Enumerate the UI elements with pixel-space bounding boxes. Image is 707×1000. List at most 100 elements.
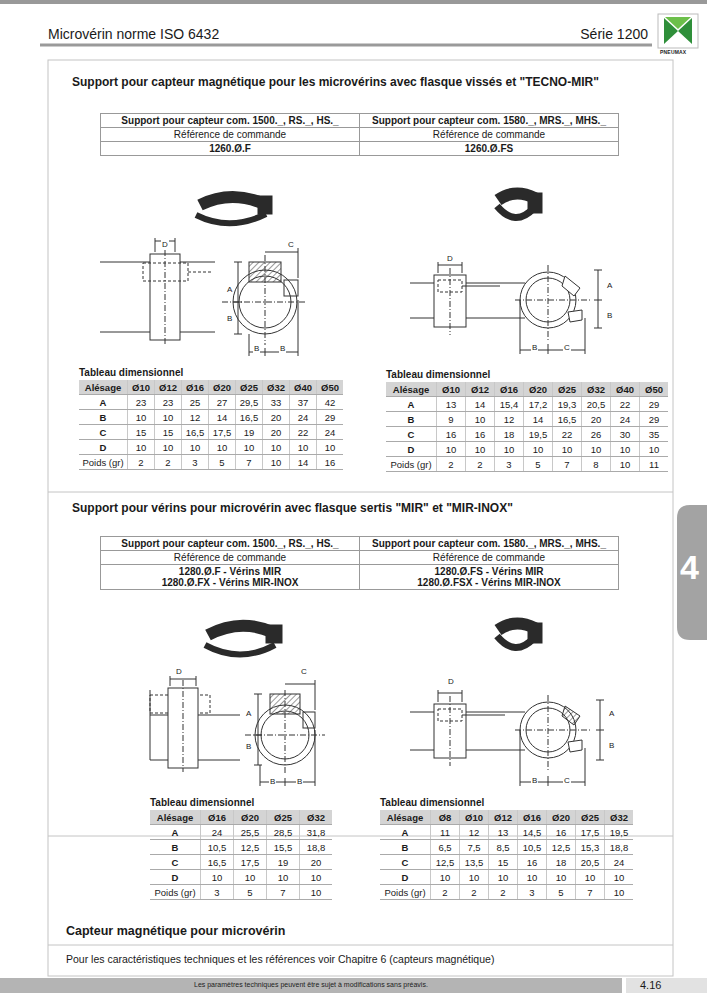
table-cell: Ø32 xyxy=(605,810,634,825)
table-cell: Ø50 xyxy=(317,380,344,395)
table-cell: 12 xyxy=(460,825,489,840)
table-cell-text: Support pour capteur com. 1500._, RS._, … xyxy=(105,538,355,549)
table-cell-text: Support pour capteur com. 1500._, RS._, … xyxy=(105,115,355,126)
table-cell: 24 xyxy=(201,825,234,840)
table-cell: 16,5 xyxy=(201,855,234,870)
dimension-table: AlésageØ16Ø20Ø25Ø32A2425,528,531,8B10,51… xyxy=(150,810,332,900)
table-cell: 16 xyxy=(547,825,576,840)
table-cell: 10 xyxy=(466,412,495,427)
table-cell-text: Référence de commande xyxy=(105,129,355,140)
table-cell: 19 xyxy=(267,855,300,870)
table-cell: Ø16 xyxy=(518,810,547,825)
table-cell: 22 xyxy=(611,397,640,412)
table-cell: 15 xyxy=(489,855,518,870)
table-cell: 12,5 xyxy=(431,855,460,870)
dimension-letter: C xyxy=(563,343,571,352)
dimension-letter: A xyxy=(606,281,613,290)
dimension-letter: B xyxy=(279,344,286,353)
table-cell-text: Référence de commande xyxy=(364,129,614,140)
table-cell: 10 xyxy=(431,870,460,885)
logo-text: PNEUMAX xyxy=(660,50,686,56)
table-cell: Ø12 xyxy=(155,380,182,395)
table-cell: A xyxy=(150,825,201,840)
table-cell: 16,5 xyxy=(236,410,263,425)
table-cell: 24 xyxy=(290,410,317,425)
table-cell: 10 xyxy=(495,442,524,457)
table-cell: D xyxy=(150,870,201,885)
table-cell: Ø16 xyxy=(182,380,209,395)
section-heading: Capteur magnétique pour microvérin xyxy=(66,924,285,938)
table-cell: 16 xyxy=(466,427,495,442)
table-cell: Alésage xyxy=(386,382,437,397)
dimension-letter: C xyxy=(563,776,571,785)
table-cell: 20,5 xyxy=(582,397,611,412)
table-cell: 10 xyxy=(263,440,290,455)
table-cell: 3 xyxy=(182,455,209,470)
table-cell: A xyxy=(79,395,128,410)
table-cell: 10 xyxy=(466,442,495,457)
table-cell: C xyxy=(380,855,431,870)
table-cell: 8 xyxy=(582,457,611,472)
dimension-letter: B xyxy=(608,741,615,750)
table-cell: Poids (gr) xyxy=(79,455,128,470)
table-cell: 18,8 xyxy=(300,840,333,855)
table-cell: Alésage xyxy=(150,810,201,825)
table-cell: D xyxy=(79,440,128,455)
table-cell: 10 xyxy=(290,440,317,455)
table-cell: Poids (gr) xyxy=(386,457,437,472)
table-cell: 18 xyxy=(547,855,576,870)
table-cell: 10 xyxy=(518,870,547,885)
table-cell: Ø20 xyxy=(234,810,267,825)
table-cell: 11 xyxy=(640,457,669,472)
table-cell: 14 xyxy=(524,412,553,427)
table-cell: 19,5 xyxy=(605,825,634,840)
table-cell: 3 xyxy=(495,457,524,472)
table-cell: 7,5 xyxy=(460,840,489,855)
dimension-letter: A xyxy=(608,709,615,718)
table-cell: 10 xyxy=(437,442,466,457)
table-cell: 10 xyxy=(524,442,553,457)
table-cell: 10 xyxy=(460,870,489,885)
table-cell: B xyxy=(150,840,201,855)
dimension-letter: A xyxy=(226,285,233,294)
order-reference-table: Support pour capteur com. 1500._, RS._, … xyxy=(100,536,619,590)
table-cell: 29 xyxy=(317,410,344,425)
table-cell: 16 xyxy=(437,427,466,442)
table-cell: B xyxy=(386,412,437,427)
table-cell-text: Référence de commande xyxy=(364,552,614,563)
table-cell: 10 xyxy=(547,870,576,885)
page-number: 4.16 xyxy=(640,979,661,992)
table-cell: C xyxy=(150,855,201,870)
section-heading: Support pour vérins pour microvérin avec… xyxy=(72,502,513,516)
dimension-table: AlésageØ10Ø12Ø16Ø20Ø25Ø32Ø40Ø50A23232527… xyxy=(79,380,343,470)
dimension-table: AlésageØ10Ø12Ø16Ø20Ø25Ø32Ø40Ø50A131415,4… xyxy=(386,382,668,472)
table-cell: D xyxy=(380,870,431,885)
clamp-drawing xyxy=(100,238,305,356)
dimension-letter: B xyxy=(531,776,538,785)
table-cell: 5 xyxy=(547,885,576,900)
table-cell: 12,5 xyxy=(547,840,576,855)
table-cell: 6,5 xyxy=(431,840,460,855)
table-cell: 14 xyxy=(290,455,317,470)
table-cell: Ø32 xyxy=(582,382,611,397)
table-cell: 3 xyxy=(518,885,547,900)
table-cell: 7 xyxy=(553,457,582,472)
table-cell: 16,5 xyxy=(182,425,209,440)
table-cell: 10 xyxy=(300,870,333,885)
table-cell: 10 xyxy=(611,457,640,472)
table-cell: 5 xyxy=(234,885,267,900)
table-cell: 7 xyxy=(576,885,605,900)
clamp-drawing xyxy=(410,262,602,354)
table-cell: 14 xyxy=(209,410,236,425)
clip-photo xyxy=(205,623,542,655)
table-cell: Ø10 xyxy=(437,382,466,397)
table-cell: 29 xyxy=(640,397,669,412)
clamp-drawing xyxy=(150,676,325,786)
table-cell: 20,5 xyxy=(576,855,605,870)
table-cell: 10 xyxy=(209,440,236,455)
table-cell: 10 xyxy=(263,455,290,470)
table-cell: 15,5 xyxy=(267,840,300,855)
table-cell: 12 xyxy=(495,412,524,427)
table-cell: 28,5 xyxy=(267,825,300,840)
